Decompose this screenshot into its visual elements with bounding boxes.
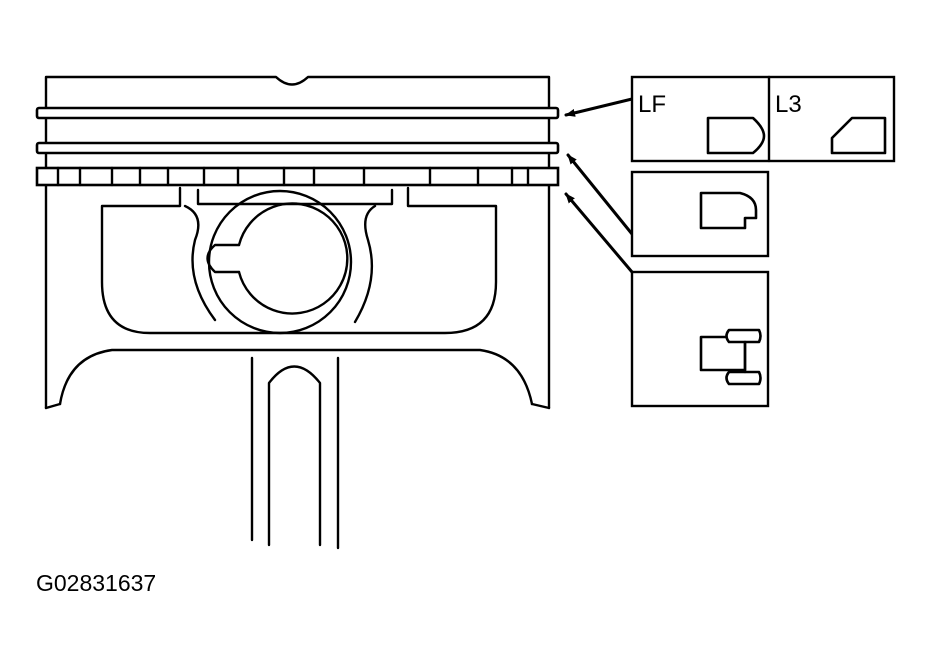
top-ring — [35, 106, 560, 120]
second-ring — [35, 141, 560, 155]
oil-ring — [35, 166, 560, 187]
arrow-second-ring — [566, 153, 634, 236]
wrist-pin-bore — [183, 189, 377, 335]
piston — [35, 75, 560, 550]
section-lf-icon — [706, 116, 766, 155]
arrow-top-ring — [564, 97, 634, 117]
skirt-arch — [58, 348, 534, 406]
pin-boss-cavity — [100, 186, 498, 335]
section-oil-ring-icon — [699, 328, 762, 386]
connecting-rod — [250, 356, 340, 550]
leader-arrows — [564, 97, 634, 274]
callout-second-ring — [630, 170, 770, 258]
callout-top-ring: LF L3 — [630, 75, 896, 163]
arrow-oil-ring — [564, 192, 634, 274]
label-lf: LF — [638, 91, 666, 118]
piston-outline — [44, 75, 551, 410]
figure-id: G02831637 — [36, 570, 156, 596]
section-l3-icon — [830, 116, 887, 155]
section-second-ring-icon — [699, 191, 758, 230]
label-l3: L3 — [775, 91, 802, 118]
callout-oil-ring — [630, 270, 770, 408]
